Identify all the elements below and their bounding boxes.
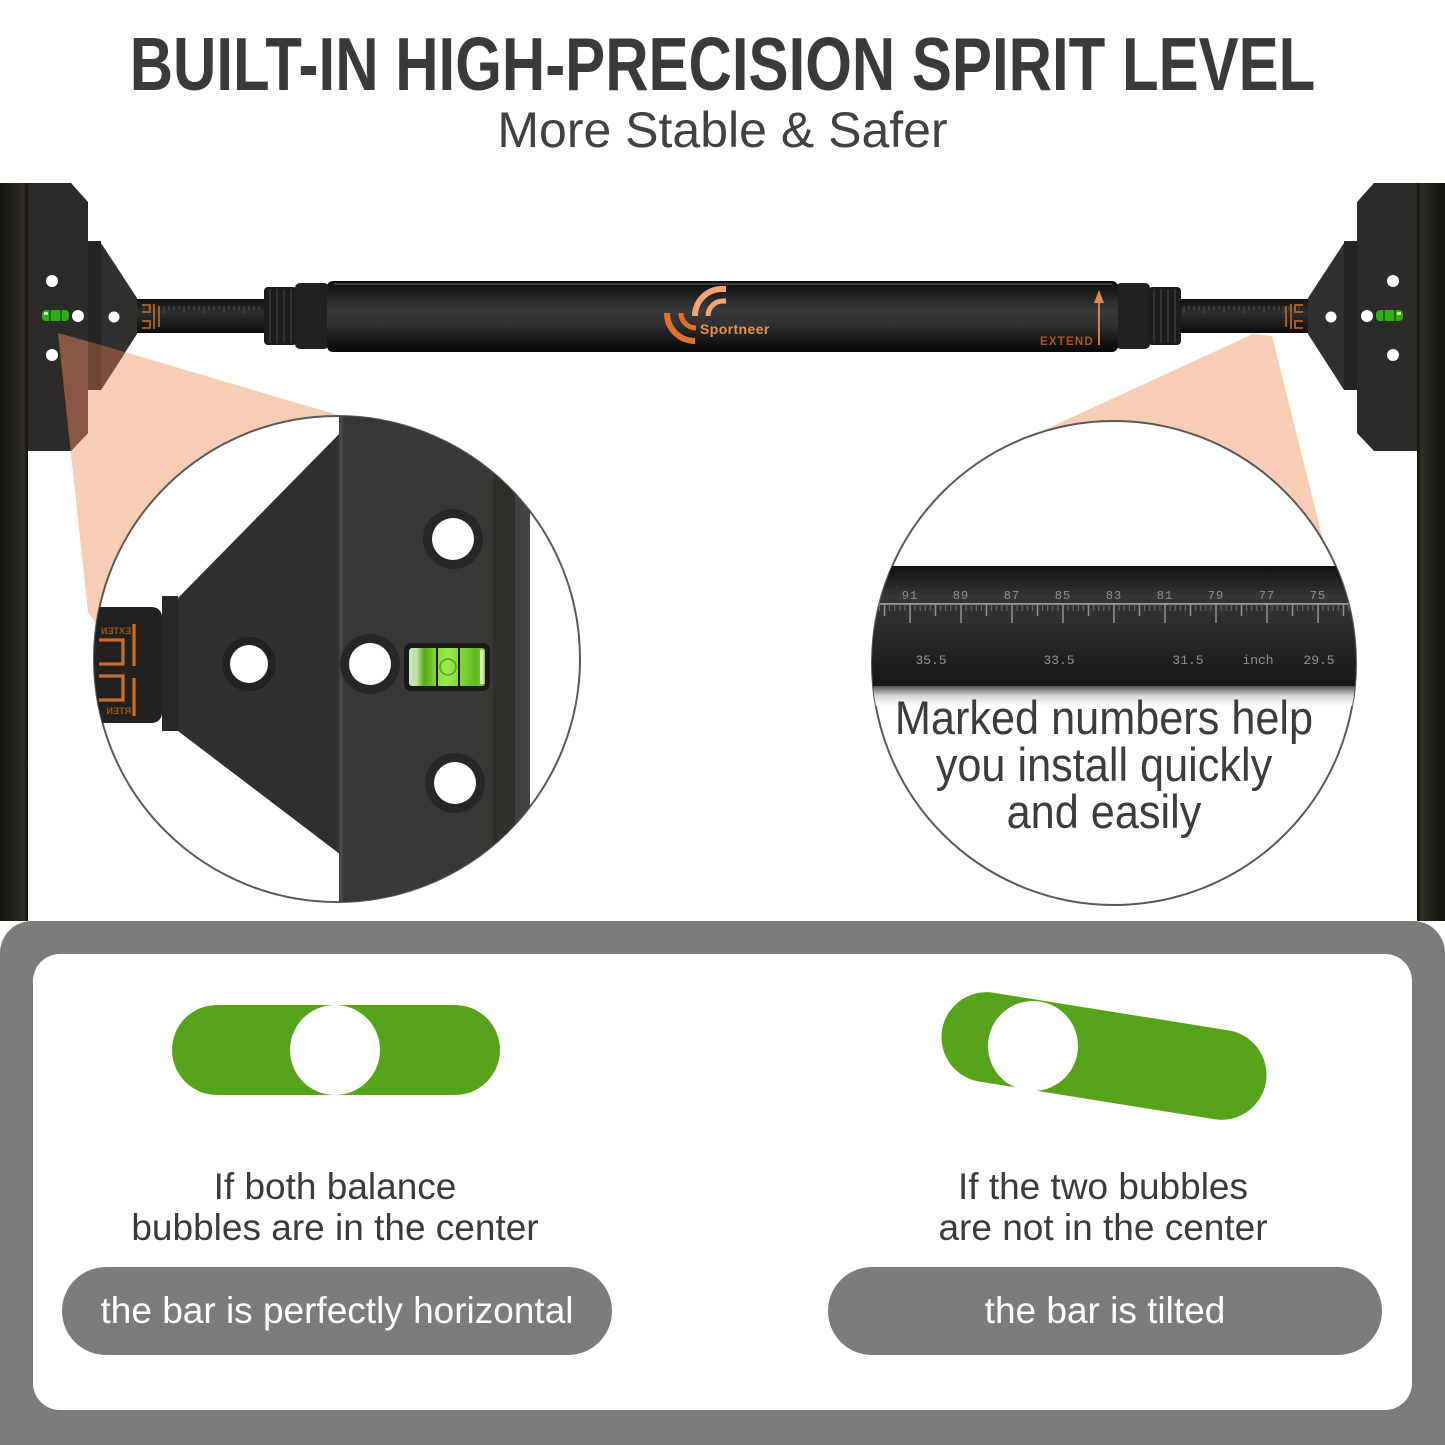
svg-text:79: 79 [1208,589,1224,603]
svg-text:87: 87 [1004,589,1020,603]
svg-text:83: 83 [1106,589,1122,603]
svg-text:33.5: 33.5 [1043,653,1074,668]
svg-text:Sportneer: Sportneer [700,321,770,337]
svg-text:89: 89 [953,589,969,603]
svg-text:EXTEN: EXTEN [101,626,131,636]
svg-text:85: 85 [1055,589,1071,603]
svg-text:31.5: 31.5 [1172,653,1203,668]
svg-text:35.5: 35.5 [915,653,946,668]
svg-text:RTEN: RTEN [107,706,132,716]
svg-text:29.5: 29.5 [1303,653,1334,668]
svg-text:91: 91 [902,589,918,603]
svg-text:81: 81 [1157,589,1173,603]
svg-text:inch: inch [1242,653,1273,668]
svg-text:77: 77 [1259,589,1275,603]
svg-text:EXTEND: EXTEND [1040,336,1094,348]
svg-text:75: 75 [1310,589,1326,603]
